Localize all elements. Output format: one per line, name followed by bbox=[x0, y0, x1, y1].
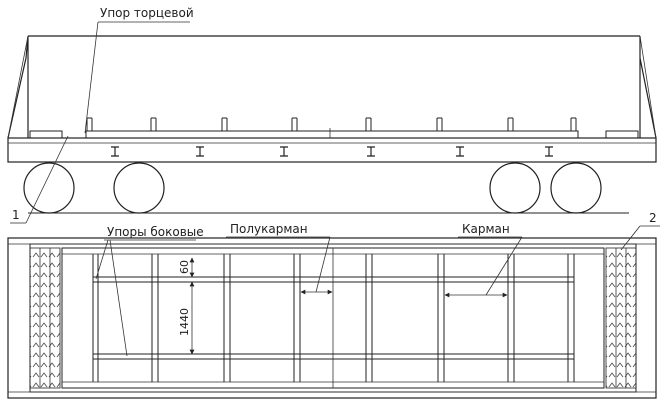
label-half-pocket: Полукарман bbox=[230, 222, 308, 236]
label-end-stop: Упор торцевой bbox=[100, 6, 194, 20]
wheel-icon bbox=[23, 162, 75, 214]
dim-1440-text: 1440 bbox=[178, 308, 191, 336]
label-pocket: Карман bbox=[462, 222, 510, 236]
right-end-panel bbox=[639, 36, 657, 139]
wheelsets bbox=[23, 162, 602, 214]
callout-2: 2 bbox=[649, 211, 657, 225]
wheel-icon bbox=[489, 162, 541, 214]
plan-view: 60 1440 Упоры боковые Полукарман Карман … bbox=[7, 211, 660, 399]
callout-1: 1 bbox=[12, 208, 20, 222]
wheel-icon bbox=[113, 162, 165, 214]
plan-outer-frame bbox=[7, 237, 657, 399]
end-stop-right bbox=[605, 130, 639, 139]
I-beam-markers bbox=[111, 146, 553, 157]
plan-rails bbox=[93, 276, 574, 360]
side-posts bbox=[86, 117, 577, 131]
dim-60-text: 60 bbox=[178, 260, 191, 274]
label-side-stops: Упоры боковые bbox=[107, 225, 204, 239]
plan-posts bbox=[92, 254, 575, 382]
side-view: Упор торцевой 1 bbox=[7, 6, 657, 224]
end-hatch-right bbox=[605, 247, 637, 389]
wagon-deck bbox=[7, 137, 657, 163]
end-stop-left bbox=[29, 130, 63, 139]
wheel-icon bbox=[550, 162, 602, 214]
end-hatch-left bbox=[29, 247, 61, 389]
deck-rail bbox=[85, 130, 579, 139]
left-end-panel bbox=[7, 35, 29, 139]
